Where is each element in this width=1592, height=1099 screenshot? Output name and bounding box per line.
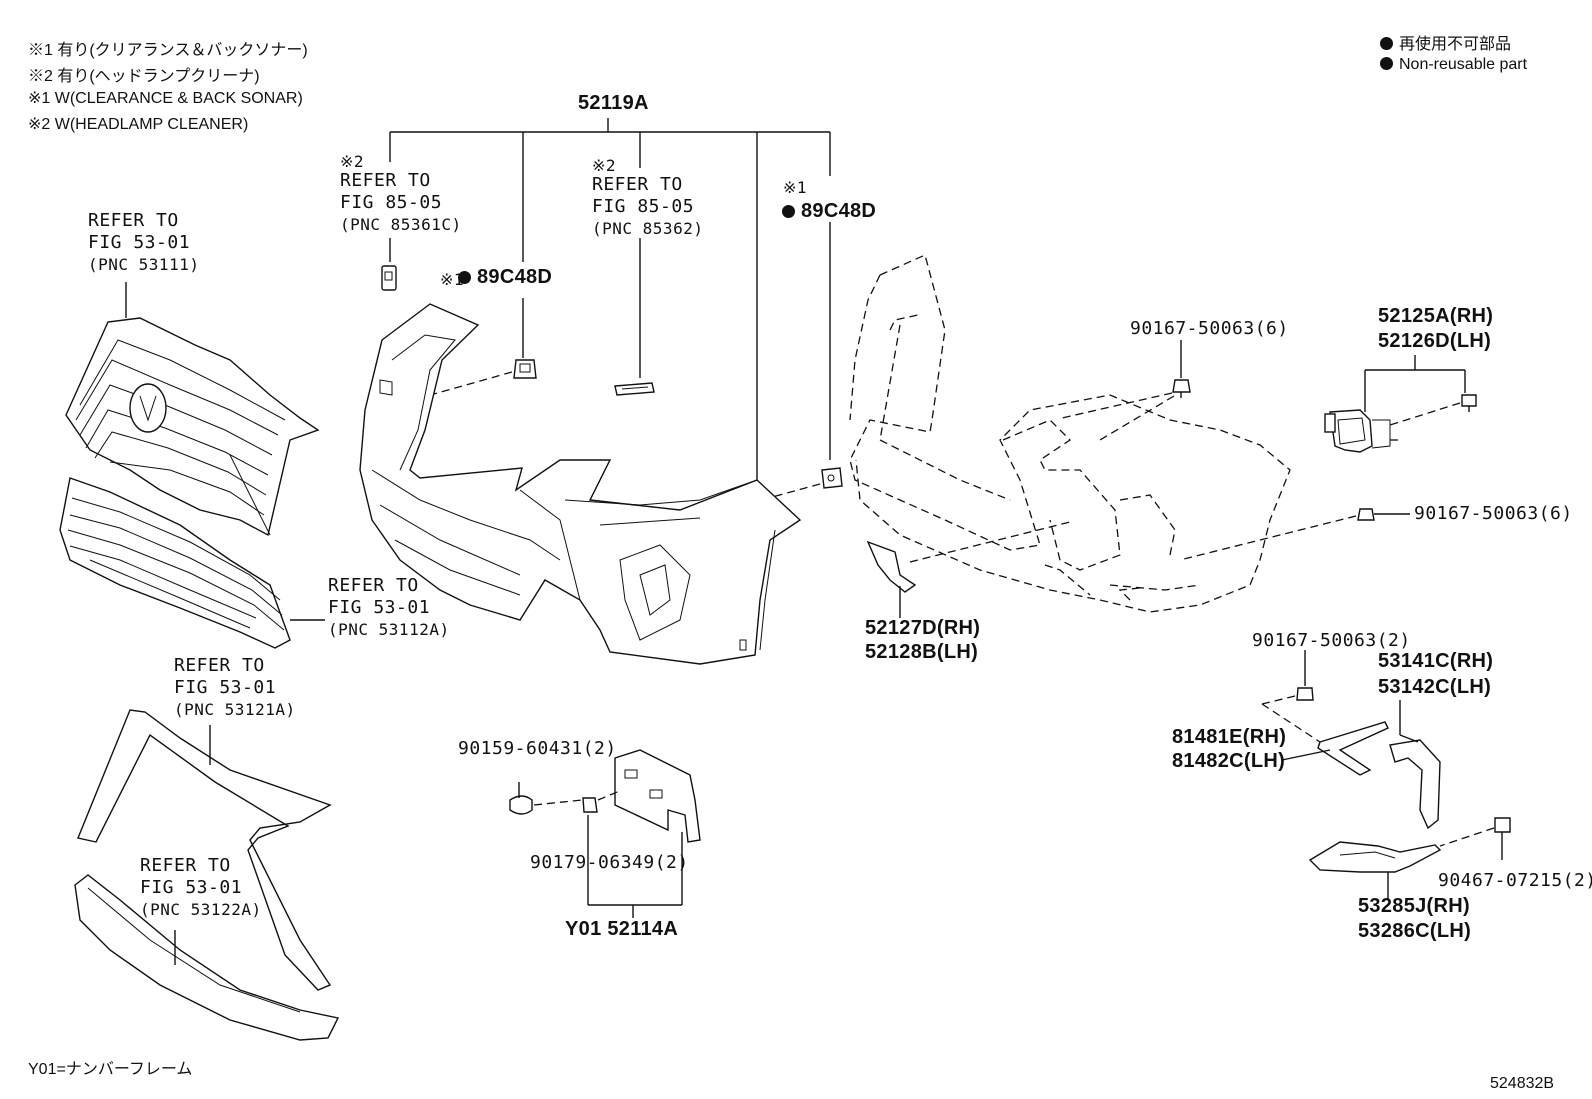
pnc-53141c: 53141C(RH)	[1378, 650, 1494, 672]
non-reusable-dot-icon	[1380, 57, 1393, 70]
pnc-sonar-top-mark: ※1	[783, 178, 808, 197]
legend-jp: 再使用不可部品	[1380, 30, 1511, 54]
ref-line: (PNC 53122A)	[140, 900, 262, 919]
bumper-absorber	[849, 254, 1291, 613]
ref-line: FIG 53-01	[140, 877, 243, 898]
non-reusable-dot-icon	[1380, 37, 1393, 50]
ref-line: (PNC 85362)	[592, 219, 704, 238]
moulding-upper	[77, 709, 332, 991]
pnc-52114a: Y01 52114A	[565, 918, 679, 940]
legend-jp-text: 再使用不可部品	[1399, 36, 1512, 53]
pnc-52126d: 52126D(LH)	[1378, 330, 1492, 352]
pnc-sonar-top-text: 89C48D	[801, 200, 877, 222]
pnc-90167-a: 90167-50063(6)	[1130, 318, 1289, 339]
pnc-53286c: 53286C(LH)	[1358, 920, 1472, 942]
ref-line: ※2	[592, 156, 617, 175]
ref-line: REFER TO	[592, 174, 683, 195]
ref-line: ※2	[340, 152, 365, 171]
ref-line: (PNC 53111)	[88, 255, 200, 274]
note-en-1: ※1 W(CLEARANCE & BACK SONAR)	[28, 90, 303, 107]
pnc-90167-b: 90167-50063(6)	[1414, 503, 1573, 524]
note-en-2: ※2 W(HEADLAMP CLEANER)	[28, 116, 249, 133]
pnc-90167-c: 90167-50063(2)	[1252, 630, 1411, 651]
pnc-90159: 90159-60431(2)	[458, 738, 617, 759]
ref-line: REFER TO	[174, 655, 265, 676]
grille-upper	[65, 317, 320, 537]
pnc-53285j: 53285J(RH)	[1358, 895, 1470, 917]
screw-90467	[1439, 817, 1511, 860]
ref-line: REFER TO	[140, 855, 231, 876]
ref-line: (PNC 53112A)	[328, 620, 450, 639]
pnc-90179: 90179-06349(2)	[530, 852, 689, 873]
ref-line: FIG 85-05	[340, 192, 443, 213]
cover-53141c	[1389, 700, 1441, 830]
moulding-lower	[74, 874, 340, 1041]
pnc-81481e: 81481E(RH)	[1172, 726, 1287, 748]
ref-grille-lower: REFER TO FIG 53-01 (PNC 53112A)	[328, 575, 450, 641]
non-reusable-dot-icon	[782, 205, 795, 218]
ref-line: REFER TO	[340, 170, 431, 191]
license-bracket	[509, 749, 701, 918]
pnc-sonar-left-mark: ※1	[440, 270, 465, 289]
bumper-cover	[359, 303, 802, 665]
pnc-52127d: 52127D(RH)	[865, 617, 981, 639]
ref-line: FIG 53-01	[328, 597, 431, 618]
legend-en: Non-reusable part	[1380, 56, 1527, 74]
screw-group-upper	[1061, 340, 1191, 441]
ref-line: (PNC 53121A)	[174, 700, 296, 719]
pnc-53142c: 53142C(LH)	[1378, 676, 1492, 698]
pnc-sonar-left-text: 89C48D	[477, 266, 553, 288]
ref-line: REFER TO	[328, 575, 419, 596]
lamp-cover-53285j	[1308, 841, 1442, 900]
footer-y01: Y01=ナンバーフレーム	[28, 1061, 193, 1078]
legend-en-text: Non-reusable part	[1399, 56, 1528, 73]
ref-mould-lower: REFER TO FIG 53-01 (PNC 53122A)	[140, 855, 262, 921]
cleaner-clip-left	[381, 265, 397, 291]
pnc-sonar-top: 89C48D	[782, 200, 876, 223]
pnc-52128b: 52128B(LH)	[865, 641, 979, 663]
bracket-52119a	[389, 118, 831, 482]
pnc-90467: 90467-07215(2)	[1438, 870, 1592, 891]
cleaner-cover-right	[614, 382, 655, 396]
note-jp-2: ※2 有り(ヘッドランプクリーナ)	[28, 68, 260, 85]
clip-52127d	[866, 521, 1071, 618]
grille-lower	[59, 477, 291, 649]
screw-group-mid	[1179, 508, 1410, 561]
ref-cleaner-right: ※2 REFER TO FIG 85-05 (PNC 85362)	[592, 158, 703, 240]
ref-mould-upper: REFER TO FIG 53-01 (PNC 53121A)	[174, 655, 296, 721]
ref-line: (PNC 85361C)	[340, 215, 462, 234]
ref-line: FIG 53-01	[174, 677, 277, 698]
non-reusable-dot-icon	[458, 271, 471, 284]
ref-line: FIG 53-01	[88, 232, 191, 253]
pnc-sonar-left: 89C48D	[458, 266, 552, 289]
drawing-number: 524832B	[1490, 1075, 1555, 1092]
pnc-52119a: 52119A	[578, 92, 649, 114]
note-jp-1: ※1 有り(クリアランス＆バックソナー)	[28, 42, 308, 59]
ref-line: REFER TO	[88, 210, 179, 231]
lamp-garnish	[1281, 721, 1389, 776]
pnc-81482c: 81482C(LH)	[1172, 750, 1286, 772]
ref-grille-upper: REFER TO FIG 53-01 (PNC 53111)	[88, 210, 199, 276]
ref-cleaner-left: ※2 REFER TO FIG 85-05 (PNC 85361C)	[340, 154, 462, 236]
pnc-52125a: 52125A(RH)	[1378, 305, 1494, 327]
reference-leaders	[125, 282, 325, 965]
sensor-bracket	[1324, 355, 1477, 453]
screw-group-lower	[1261, 650, 1321, 743]
ref-line: FIG 85-05	[592, 196, 695, 217]
